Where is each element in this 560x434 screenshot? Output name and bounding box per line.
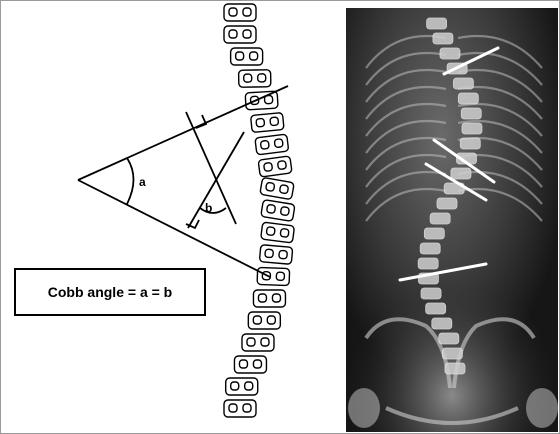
angle-arc-a <box>127 158 134 204</box>
xray-pelvis-glow <box>346 188 558 432</box>
xray-vertebra <box>461 108 481 119</box>
xray-vertebra <box>439 333 459 344</box>
vertebra <box>245 91 278 110</box>
xray-vertebra <box>445 363 465 374</box>
xray-vertebra <box>437 198 457 209</box>
xray-vertebra <box>460 138 480 149</box>
xray-vertebra <box>421 288 441 299</box>
cobb-angle-caption-box: Cobb angle = a = b <box>14 268 206 316</box>
vertebra <box>253 290 285 307</box>
vertebra <box>224 4 256 21</box>
xray-vertebra <box>440 48 460 59</box>
spine-xray-image <box>346 8 558 432</box>
vertebra <box>251 113 284 133</box>
angle-arc-b <box>200 208 226 213</box>
angle-label-a: a <box>139 175 146 189</box>
vertebra <box>261 222 295 243</box>
cobb-angle-diagram: a b <box>0 0 345 434</box>
angle-label-b: b <box>205 201 212 215</box>
upper-endplate-line <box>78 86 288 180</box>
xray-vertebra <box>432 318 452 329</box>
xray-vertebra <box>458 93 478 104</box>
vertebra <box>234 356 266 373</box>
xray-vertebra <box>453 78 473 89</box>
vertebra <box>242 334 274 351</box>
vertebra <box>260 177 294 199</box>
right-femoral-head <box>526 388 558 428</box>
xray-vertebra <box>462 123 482 134</box>
vertebra <box>224 26 256 43</box>
xray-vertebra <box>420 243 440 254</box>
vertebra <box>231 48 263 65</box>
vertebra <box>239 70 271 88</box>
vertebra <box>258 156 292 177</box>
xray-vertebra <box>418 258 438 269</box>
xray-vertebra <box>424 228 444 239</box>
vertebra <box>261 200 295 222</box>
vertebra <box>226 378 258 395</box>
vertebra <box>259 245 292 265</box>
vertebra <box>257 267 290 285</box>
xray-vertebra <box>430 213 450 224</box>
vertebral-column <box>224 4 295 417</box>
xray-vertebra <box>433 33 453 44</box>
vertebra <box>248 312 280 329</box>
xray-vertebra <box>427 18 447 29</box>
lower-endplate-line <box>78 180 270 277</box>
xray-vertebra <box>442 348 462 359</box>
left-femoral-head <box>348 388 380 428</box>
xray-vertebra <box>426 303 446 314</box>
vertebra <box>255 134 289 155</box>
vertebra <box>224 400 256 417</box>
cobb-angle-caption: Cobb angle = a = b <box>48 284 172 300</box>
xray-vertebra <box>451 168 471 179</box>
